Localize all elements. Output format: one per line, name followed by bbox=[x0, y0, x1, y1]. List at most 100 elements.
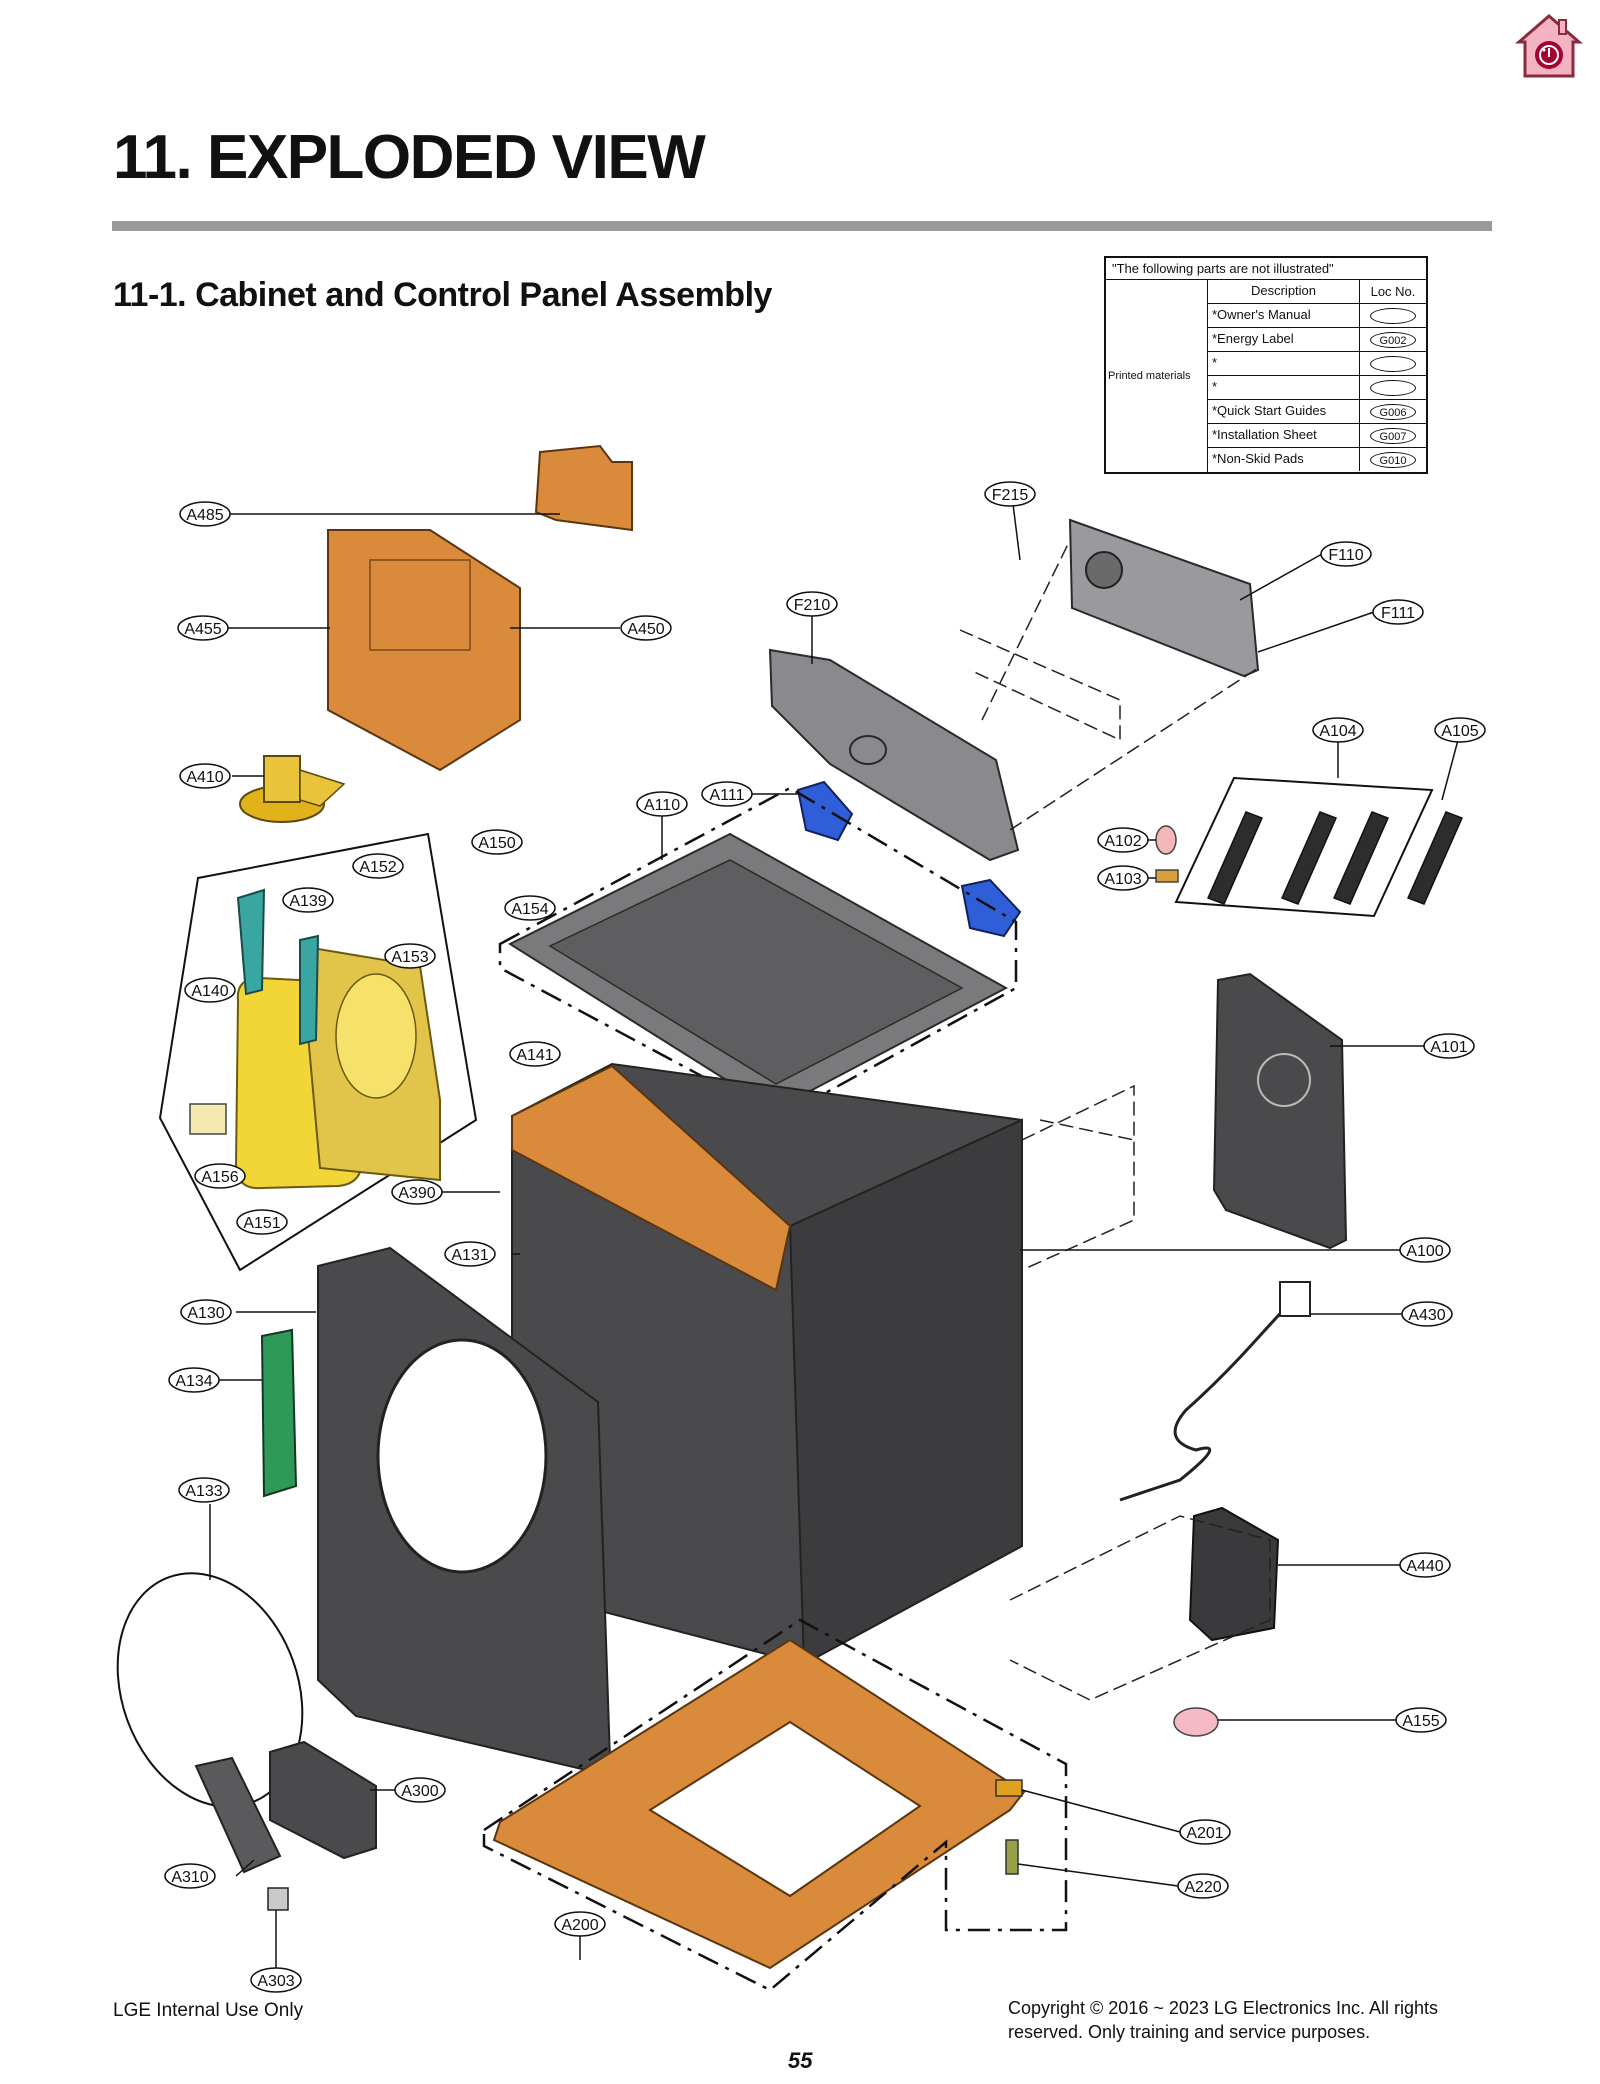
callout-label: A220 bbox=[1184, 1879, 1221, 1896]
table-row: *Owner's Manual bbox=[1208, 304, 1426, 328]
part-a111 bbox=[796, 780, 854, 842]
callout: A303 bbox=[250, 1967, 302, 1993]
part-a101 bbox=[1212, 972, 1348, 1250]
callout: A410 bbox=[179, 763, 231, 789]
callout-label: A104 bbox=[1319, 723, 1356, 740]
lg-home-icon[interactable] bbox=[1514, 12, 1584, 80]
callout-label: A450 bbox=[627, 621, 664, 638]
callout: A485 bbox=[179, 501, 231, 527]
part-a303 bbox=[267, 1887, 289, 1911]
callout-label: A300 bbox=[401, 1783, 438, 1800]
part-a310 bbox=[194, 1756, 282, 1874]
callout-label: A103 bbox=[1104, 871, 1141, 888]
callout: A156 bbox=[194, 1163, 246, 1189]
loc-number: G010 bbox=[1370, 451, 1416, 468]
part-a430 bbox=[1119, 1294, 1298, 1502]
part-a220 bbox=[1005, 1839, 1019, 1875]
part-a155 bbox=[1173, 1707, 1219, 1737]
column-header-description: Description bbox=[1208, 280, 1360, 303]
part-a102 bbox=[1155, 825, 1177, 855]
callout-label: A440 bbox=[1406, 1558, 1443, 1575]
callout: A201 bbox=[1179, 1819, 1231, 1845]
row-description: * bbox=[1208, 352, 1360, 375]
section-subtitle: 11-1. Cabinet and Control Panel Assembly bbox=[113, 276, 772, 314]
part-a440 bbox=[1188, 1506, 1280, 1642]
callout-label: A430 bbox=[1408, 1307, 1445, 1324]
loc-number: G002 bbox=[1370, 331, 1416, 348]
callout: A100 bbox=[1399, 1237, 1451, 1263]
row-description: *Owner's Manual bbox=[1208, 304, 1360, 327]
part-a156 bbox=[189, 1103, 227, 1135]
column-header-loc: Loc No. bbox=[1370, 284, 1416, 299]
callout-label: A102 bbox=[1104, 833, 1141, 850]
callout-label: A151 bbox=[243, 1215, 280, 1232]
part-a300 bbox=[269, 1740, 377, 1860]
callout: A111 bbox=[701, 781, 753, 807]
table-row: *Installation Sheet G007 bbox=[1208, 424, 1426, 448]
callout-label: A130 bbox=[187, 1305, 224, 1322]
callout: A310 bbox=[164, 1863, 216, 1889]
callout-label: A134 bbox=[175, 1373, 212, 1390]
page-title: 11. EXPLODED VIEW bbox=[113, 123, 706, 192]
callout: A440 bbox=[1399, 1552, 1451, 1578]
callout: A130 bbox=[180, 1299, 232, 1325]
callout: F111 bbox=[1372, 599, 1424, 625]
part-a139 bbox=[299, 934, 320, 1046]
loc-number bbox=[1370, 307, 1416, 324]
callout: A450 bbox=[620, 615, 672, 641]
callout-label: F210 bbox=[794, 597, 831, 614]
table-row: *Energy Label G002 bbox=[1208, 328, 1426, 352]
table-row: * bbox=[1208, 376, 1426, 400]
callout: F215 bbox=[984, 481, 1036, 507]
part-a390 bbox=[511, 1064, 792, 1292]
part-a105 bbox=[1406, 811, 1464, 905]
callout-label: A310 bbox=[171, 1869, 208, 1886]
callout-label: A101 bbox=[1430, 1039, 1467, 1056]
callout-label: F111 bbox=[1381, 605, 1415, 622]
callout-label: A133 bbox=[185, 1483, 222, 1500]
title-divider bbox=[112, 221, 1492, 231]
callout-label: A200 bbox=[561, 1917, 598, 1934]
callout-label: A100 bbox=[1406, 1243, 1443, 1260]
not-illustrated-table: "The following parts are not illustrated… bbox=[1104, 256, 1428, 474]
callout: A139 bbox=[282, 887, 334, 913]
door-group-outline bbox=[158, 832, 478, 1272]
callout-label: A139 bbox=[289, 893, 326, 910]
copyright-line-1: Copyright © 2016 ~ 2023 LG Electronics I… bbox=[1008, 1998, 1438, 2018]
callout: A110 bbox=[636, 791, 688, 817]
copyright-line-2: reserved. Only training and service purp… bbox=[1008, 2022, 1371, 2042]
callout: A104 bbox=[1312, 717, 1364, 743]
callout: A101 bbox=[1423, 1033, 1475, 1059]
callout: A150 bbox=[471, 829, 523, 855]
part-a140 bbox=[236, 888, 266, 996]
callout: A152 bbox=[352, 853, 404, 879]
callout-label: A390 bbox=[398, 1185, 435, 1202]
callout: A154 bbox=[504, 895, 556, 921]
row-description: *Installation Sheet bbox=[1208, 424, 1360, 447]
leader-lines bbox=[209, 495, 1459, 1968]
callout: A141 bbox=[509, 1041, 561, 1067]
callout-label: A152 bbox=[359, 859, 396, 876]
callout-label: A201 bbox=[1186, 1825, 1223, 1842]
callout: A455 bbox=[177, 615, 229, 641]
callout: A220 bbox=[1177, 1873, 1229, 1899]
loc-number: G007 bbox=[1370, 427, 1416, 444]
table-row: *Non-Skid Pads G010 bbox=[1208, 448, 1426, 471]
callout: A105 bbox=[1434, 717, 1486, 743]
table-row: *Quick Start Guides G006 bbox=[1208, 400, 1426, 424]
part-a485 bbox=[534, 444, 633, 532]
callout: A102 bbox=[1097, 827, 1149, 853]
loc-number bbox=[1370, 355, 1416, 372]
callout-label: A455 bbox=[184, 621, 221, 638]
row-description: *Energy Label bbox=[1208, 328, 1360, 351]
row-description: *Non-Skid Pads bbox=[1208, 448, 1360, 471]
page-number: 55 bbox=[788, 2048, 813, 2073]
callout: A300 bbox=[394, 1777, 446, 1803]
callout-label: A155 bbox=[1402, 1713, 1439, 1730]
part-a201 bbox=[995, 1779, 1023, 1797]
callout: A131 bbox=[444, 1241, 496, 1267]
callout: A134 bbox=[168, 1367, 220, 1393]
parts-illustration bbox=[116, 444, 1464, 1992]
callout-label: A105 bbox=[1441, 723, 1478, 740]
